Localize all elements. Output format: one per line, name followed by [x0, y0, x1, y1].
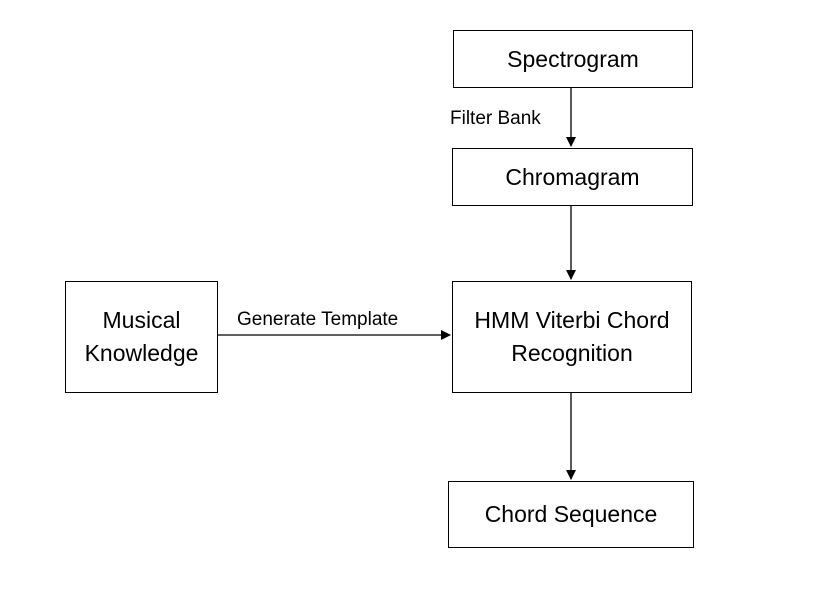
- filter-bank-label: Filter Bank: [450, 108, 541, 129]
- generate-template-label: Generate Template: [237, 309, 399, 330]
- hmm-viterbi-box: HMM Viterbi Chord Recognition: [452, 281, 692, 393]
- spectrogram-box: Spectrogram: [453, 30, 693, 88]
- musical-knowledge-box: Musical Knowledge: [65, 281, 218, 393]
- spectrogram-label: Spectrogram: [507, 45, 639, 72]
- hmm-viterbi-label: HMM Viterbi Chord Recognition: [474, 307, 670, 366]
- chromagram-box: Chromagram: [452, 148, 693, 206]
- musical-knowledge-label: Musical Knowledge: [84, 307, 199, 366]
- chord-sequence-label: Chord Sequence: [484, 501, 658, 527]
- chromagram-label: Chromagram: [505, 163, 640, 190]
- chord-sequence-box: Chord Sequence: [448, 481, 694, 548]
